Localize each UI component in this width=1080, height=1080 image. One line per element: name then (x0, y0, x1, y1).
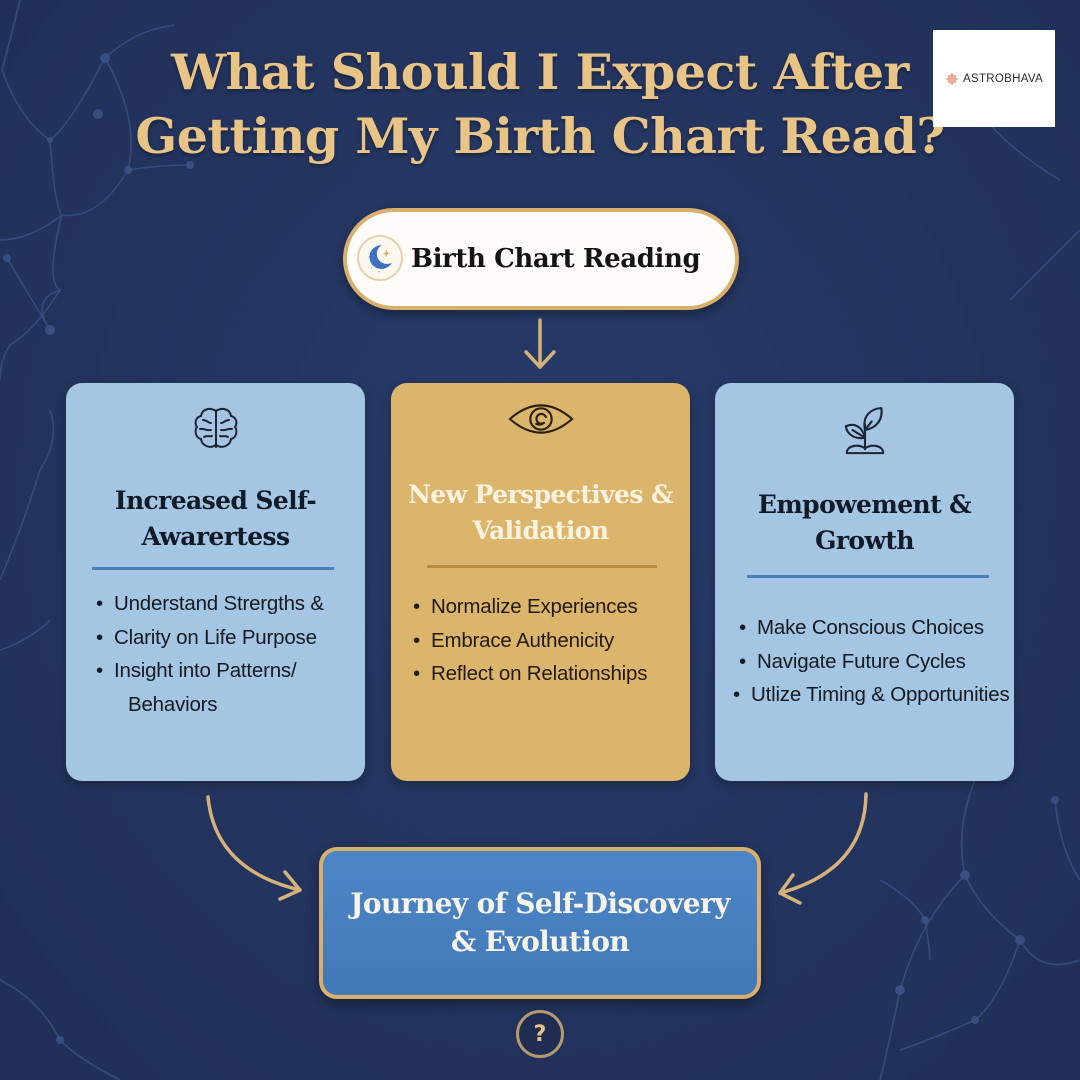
card-empowerment-growth: Empowement & Growth Make Conscious Choic… (715, 383, 1014, 781)
list-item: Embrace Authenicity (413, 624, 647, 658)
list-item: Understand Strergths & (96, 587, 324, 621)
brand-logo[interactable]: ASTROBHAVA (933, 30, 1055, 127)
list-item: Reflect on Relationships (413, 657, 647, 691)
list-item: Normalize Experiences (413, 590, 647, 624)
title-line-2: Getting My Birth Chart Read? (135, 107, 945, 165)
page-title: What Should I Expect After Getting My Bi… (90, 40, 990, 168)
list-item: Utlize Timing & Opportunities (733, 678, 1010, 712)
card-new-perspectives: New Perspectives & Validation Normalize … (391, 383, 690, 781)
card-bullet-list: Normalize Experiences Embrace Authenicit… (413, 590, 647, 691)
brain-icon (66, 403, 365, 455)
card-divider (92, 567, 334, 570)
brand-name: ASTROBHAVA (963, 72, 1043, 85)
card-title: Empowement & Growth (757, 490, 972, 555)
start-node-label: Birth Chart Reading (411, 244, 701, 274)
title-line-1: What Should I Expect After (171, 43, 909, 101)
outcome-label: Journey of Self-Discovery & Evolution (350, 887, 730, 958)
card-title: Increased Self- Awarertess (114, 486, 317, 551)
list-item: Clarity on Life Purpose (96, 621, 324, 655)
sprout-icon (715, 403, 1014, 461)
card-divider (427, 565, 657, 568)
card-bullet-list: Understand Strergths & Clarity on Life P… (96, 587, 324, 721)
card-title: New Perspectives & Validation (408, 480, 674, 545)
card-divider (747, 575, 989, 578)
moon-star-icon (357, 235, 403, 281)
birth-chart-reading-node: Birth Chart Reading (343, 208, 739, 310)
card-bullet-list: Make Conscious Choices Navigate Future C… (733, 611, 1010, 712)
list-item: Make Conscious Choices (739, 611, 1010, 645)
list-item: Insight into Patterns/ Behaviors (96, 654, 324, 721)
journey-outcome-node: Journey of Self-Discovery & Evolution (319, 847, 761, 999)
list-item: Navigate Future Cycles (739, 645, 1010, 679)
eye-icon (391, 397, 690, 441)
question-icon[interactable]: ? (516, 1010, 564, 1058)
card-self-awareness: Increased Self- Awarertess Understand St… (66, 383, 365, 781)
lotus-icon (946, 72, 959, 85)
